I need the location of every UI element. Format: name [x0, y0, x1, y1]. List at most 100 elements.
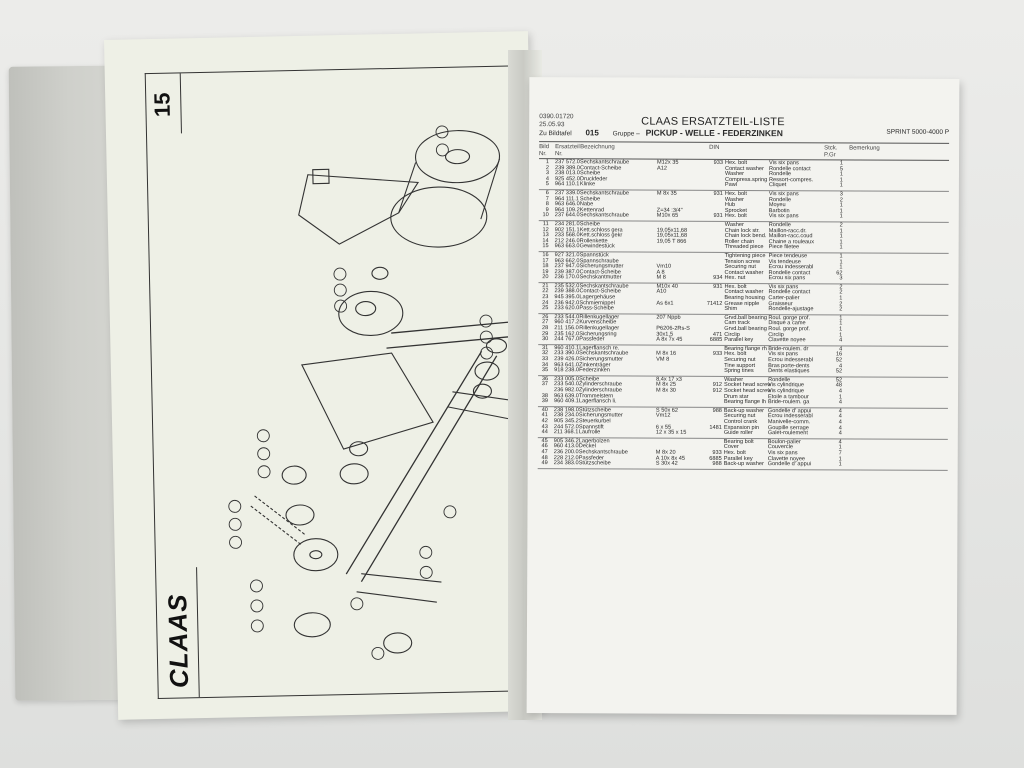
col-bezeichnung: Bezeichnung [580, 144, 615, 151]
description-en: Parallel key [724, 337, 754, 344]
description-en: Bearing flange lh [723, 399, 766, 406]
description-en: Spring tines [724, 368, 754, 375]
left-page-diagram: 15 CLAAS [104, 31, 552, 720]
bezeichnung-de: Pass-Scheibe [579, 305, 614, 312]
column-headers: Bild Nr. Ersatzteil Nr. Bezeichnung DIN … [539, 141, 950, 161]
spec: M10x 65 [656, 212, 679, 220]
bild-nr: 39 [541, 398, 548, 405]
description-en: Hex. bolt [724, 213, 747, 220]
description-fr: Cliquet [768, 182, 787, 189]
ersatzteil-nr: 211 368.1 [553, 429, 579, 436]
right-page-parts-list: 0390.01720 25.05.93 CLAAS ERSATZTEIL-LIS… [526, 77, 960, 715]
description-fr: Ecrou six pans [768, 275, 806, 282]
description-fr: Rondelle-ajustage [768, 306, 814, 313]
spec: A 8x 7x 45 [656, 336, 683, 343]
ersatzteil-nr: 236 170.0 [554, 274, 580, 281]
bezeichnung-de: Passfeder [579, 336, 605, 343]
description-fr: Dents elastiques [768, 368, 810, 375]
bezeichnung-de: Sechskantschraube [579, 212, 629, 219]
din: 931 [713, 213, 723, 220]
quantity: 1 [839, 182, 843, 189]
exploded-parts-diagram [228, 125, 541, 660]
machine-model: SPRINT 5000-4000 P [886, 128, 950, 136]
description-en: Pawl [724, 182, 738, 189]
ersatzteil-nr: 960 409.1 [553, 398, 579, 405]
bezeichnung-de: Stützscheibe [578, 460, 611, 467]
quantity: 3 [839, 275, 843, 282]
description-en: Back-up washer [723, 461, 764, 468]
col-bemerkung: Bemerkung [849, 145, 880, 152]
spec: 12 x 35 x 15 [655, 429, 687, 436]
quantity: 1 [839, 244, 843, 251]
page-number-box: 15 [145, 73, 182, 135]
spec: S 30x 42 [655, 460, 678, 467]
description-fr: Piece filetee [768, 244, 800, 251]
ersatzteil-nr: 964 110.1 [554, 181, 580, 188]
description-fr: Clavette noyee [768, 337, 806, 344]
din: 988 [712, 460, 722, 468]
col-ersatzteil-nr: Ersatzteil Nr. [555, 144, 580, 157]
bild-nr: 25 [542, 305, 549, 312]
ersatzteil-nr: 963 663.0 [554, 243, 580, 250]
description-en: Guide roller [723, 430, 753, 437]
bild-nr: 10 [542, 212, 549, 219]
ersatzteil-nr: 918 238.0 [554, 367, 580, 374]
bild-nr: 49 [541, 460, 548, 467]
group-line: Zu Bildtafel 015 Gruppe – PICKUP - WELLE… [539, 127, 949, 139]
quantity: 4 [838, 399, 842, 406]
bildtafel-number: 015 [585, 128, 599, 138]
bild-nr: 35 [541, 367, 549, 374]
page-number: 15 [149, 92, 175, 118]
din: 6885 [709, 337, 723, 344]
description-en: Hex. nut [724, 275, 746, 282]
spec: M 8 [656, 274, 666, 281]
group-name: PICKUP - WELLE - FEDERZINKEN [645, 127, 783, 139]
bild-nr: 30 [541, 336, 549, 343]
bild-nr: 15 [542, 243, 549, 250]
col-din: DIN [709, 144, 720, 151]
bild-nr: 44 [541, 429, 548, 436]
quantity: 4 [839, 337, 843, 344]
col-bild-nr: Bild Nr. [539, 144, 550, 157]
quantity: 52 [835, 368, 843, 375]
col-stck: Stck. P.Gr [824, 145, 838, 158]
zu-bildtafel-label: Zu Bildtafel [539, 130, 572, 138]
quantity: 1 [838, 461, 842, 468]
din: 934 [713, 275, 723, 282]
claas-logo: CLAAS [162, 593, 195, 689]
parts-list-header: 0390.01720 25.05.93 CLAAS ERSATZTEIL-LIS… [539, 113, 949, 138]
bezeichnung-de: Gewindestück [579, 243, 615, 250]
bezeichnung-de: Laufrolle [578, 429, 601, 436]
description-fr: Galet-roulement [767, 430, 808, 437]
gruppe-label: Gruppe – [612, 130, 640, 138]
diagram-frame: 15 CLAAS [144, 64, 552, 700]
ersatzteil-nr: 244 767.0 [554, 336, 580, 343]
ersatzteil-nr: 234 383.0 [553, 460, 579, 467]
bezeichnung-de: Lagerflansch li. [578, 398, 617, 405]
description-en: Shim [724, 306, 738, 313]
quantity: 2 [839, 306, 843, 313]
description-fr: Vis six pans [768, 213, 799, 220]
bezeichnung-de: Sechskantmutter [579, 274, 622, 281]
quantity: 1 [839, 213, 843, 220]
